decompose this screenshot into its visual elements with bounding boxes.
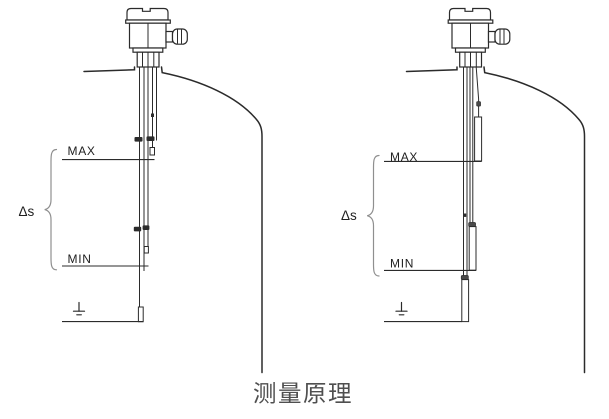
- cable-electrodes: [460, 66, 483, 323]
- electrode-tip-max: [149, 147, 155, 156]
- probe-cable: [475, 66, 480, 117]
- cable-gland-neck: [165, 30, 174, 43]
- earth-ground-symbol: [72, 301, 86, 316]
- cable-crimp-max: [476, 101, 481, 107]
- electrode-tip-ground: [137, 306, 144, 323]
- delta-s-label: Δs: [19, 204, 35, 219]
- head-cap: [126, 7, 169, 21]
- earth-ground-symbol: [395, 301, 408, 316]
- cable-gland-neck: [487, 30, 496, 43]
- cable-gland-nut: [494, 28, 511, 45]
- head-flange: [132, 47, 164, 53]
- delta-s-brace: [44, 148, 58, 271]
- cable-gland-ridges: [499, 29, 505, 44]
- cable-spacer-mark: [464, 213, 467, 217]
- head-cap: [448, 7, 492, 21]
- cable-crimp-min: [468, 222, 476, 227]
- cable-weight-min: [468, 226, 477, 271]
- rod-coupling: [146, 136, 155, 141]
- rod-electrodes: [133, 67, 157, 323]
- rod-probe-diagram: MAX MIN Δs: [19, 7, 263, 374]
- rod-coupling: [134, 137, 143, 142]
- tank-top-left-line: [405, 66, 458, 73]
- rod-coupling: [133, 226, 142, 232]
- max-label: MAX: [68, 144, 96, 158]
- cable-crimp-ground: [460, 275, 469, 280]
- hex-facet-lines: [142, 52, 155, 67]
- cable-gland-nut: [171, 28, 188, 45]
- tank-right-wall: [160, 66, 263, 374]
- delta-s-label: Δs: [341, 208, 357, 223]
- min-label: MIN: [68, 252, 92, 266]
- cable-weight-max: [474, 116, 483, 162]
- tank-top-left-line: [83, 66, 136, 73]
- tank-outline: [405, 66, 586, 374]
- electrode-tip-min: [143, 246, 149, 254]
- max-label: MAX: [390, 150, 418, 164]
- head-flange: [454, 47, 486, 53]
- sensor-head: [125, 7, 188, 68]
- delta-s-brace: [367, 154, 380, 277]
- min-label: MIN: [390, 256, 414, 270]
- rod-coupling: [142, 225, 150, 230]
- tank-right-wall: [483, 66, 586, 374]
- tank-outline: [83, 66, 263, 374]
- sensor-head: [447, 7, 511, 68]
- figure-caption: 测量原理: [253, 381, 353, 407]
- cable-gland-ridges: [177, 29, 182, 44]
- rod-spacer-mark: [151, 113, 154, 117]
- cable-probe-diagram: MAX MIN Δs: [341, 7, 586, 374]
- hex-facet-lines: [464, 52, 477, 67]
- cable-weight-ground: [461, 279, 470, 323]
